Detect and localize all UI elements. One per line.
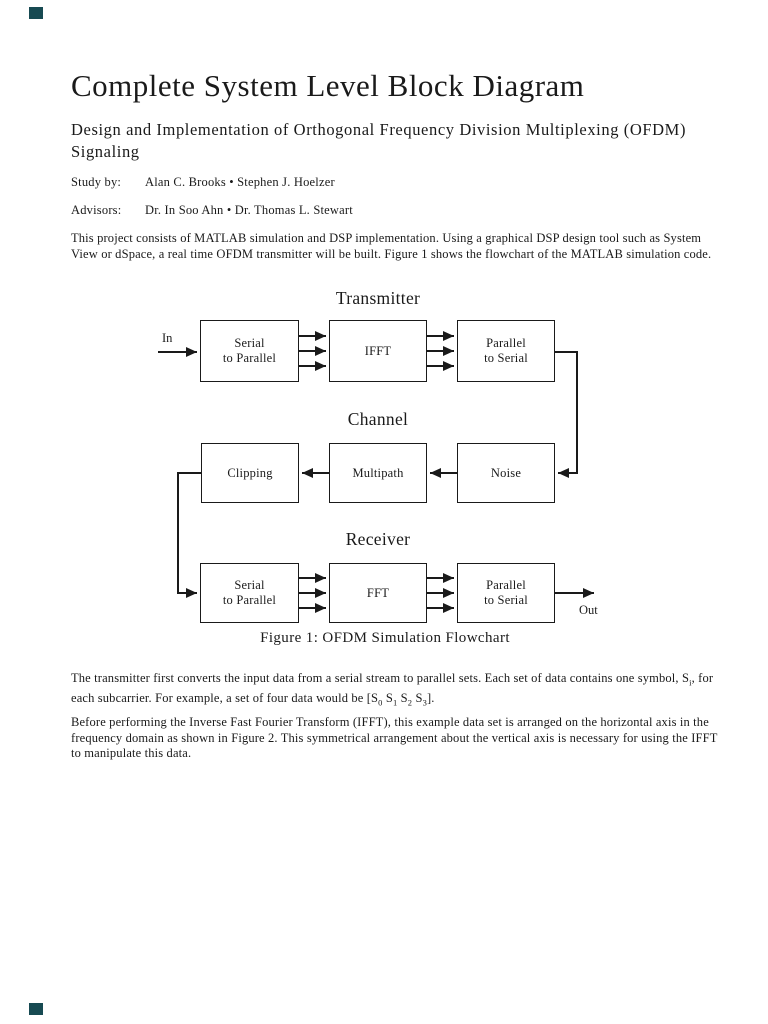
- document-title: Complete System Level Block Diagram: [71, 68, 585, 103]
- study-by-value: Alan C. Brooks • Stephen J. Hoelzer: [145, 175, 335, 189]
- ifft-paragraph: Before performing the Inverse Fast Fouri…: [71, 715, 718, 760]
- ofdm-flowchart-figure: Transmitter Channel Receiver Serial to P…: [158, 288, 598, 646]
- section-title-channel: Channel: [347, 409, 409, 429]
- study-by-label: Study by:: [71, 175, 122, 189]
- block-noise: Noise: [457, 443, 555, 503]
- channel-to-rx-connector: [177, 472, 201, 598]
- rx-bus-arrows-2: [427, 573, 454, 613]
- out-label: Out: [579, 603, 598, 617]
- section-title-transmitter: Transmitter: [335, 288, 421, 308]
- in-label: In: [162, 331, 173, 345]
- block-serial-to-parallel-tx: Serial to Parallel: [200, 320, 299, 382]
- intro-paragraph: This project consists of MATLAB simulati…: [71, 231, 712, 261]
- block-fft: FFT: [329, 563, 427, 623]
- rx-bus-arrows-1: [299, 573, 326, 613]
- credit-row-study-by: Study by: Alan C. Brooks • Stephen J. Hoe…: [71, 175, 335, 190]
- section-title-receiver: Receiver: [345, 529, 411, 549]
- page-corner-marker-top: [29, 7, 43, 19]
- block-multipath: Multipath: [329, 443, 427, 503]
- advisors-value: Dr. In Soo Ahn • Dr. Thomas L. Stewart: [145, 203, 353, 217]
- document-subtitle: Design and Implementation of Orthogonal …: [71, 120, 687, 161]
- tx-bus-arrows-2: [427, 331, 454, 371]
- block-clipping: Clipping: [201, 443, 299, 503]
- block-ifft: IFFT: [329, 320, 427, 382]
- block-serial-to-parallel-rx: Serial to Parallel: [200, 563, 299, 623]
- block-parallel-to-serial-rx: Parallel to Serial: [457, 563, 555, 623]
- block-parallel-to-serial-tx: Parallel to Serial: [457, 320, 555, 382]
- credit-row-advisors: Advisors: Dr. In Soo Ahn • Dr. Thomas L. …: [71, 203, 353, 218]
- advisors-label: Advisors:: [71, 203, 122, 217]
- tx-to-channel-connector: [555, 351, 578, 478]
- transmitter-paragraph: The transmitter first converts the input…: [71, 671, 714, 708]
- figure-1-caption: Figure 1: OFDM Simulation Flowchart: [260, 630, 510, 646]
- tx-bus-arrows-1: [299, 331, 326, 371]
- page-corner-marker-bottom: [29, 1003, 43, 1015]
